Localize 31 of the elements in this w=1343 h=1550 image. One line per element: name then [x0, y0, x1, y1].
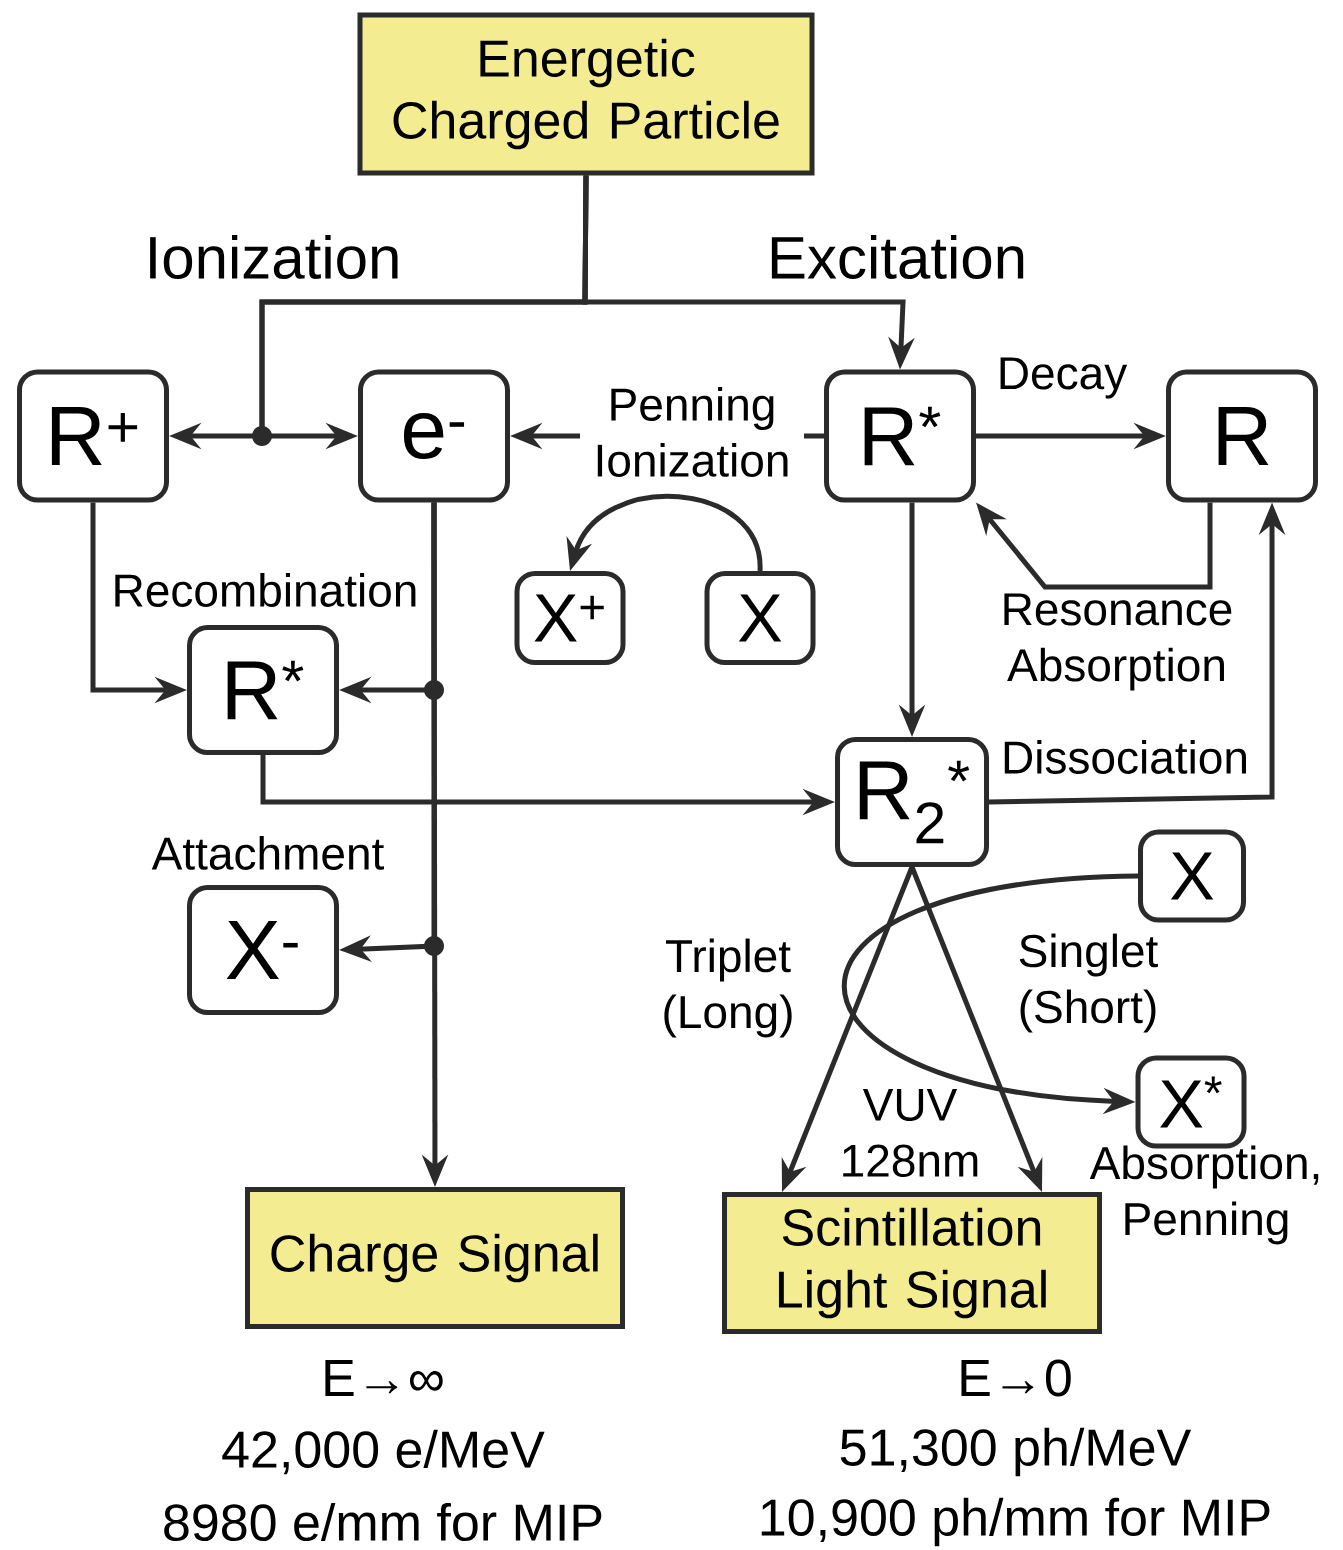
edge-label: Decay [994, 355, 1130, 401]
particle-box: X [704, 571, 816, 665]
edge-label: Dissociation [999, 738, 1251, 776]
particle-box: X$^{+}$ [514, 571, 626, 665]
edge-label: Singlet (Short) [1006, 931, 1170, 1035]
annotation-text: 8980 e/mm for MIP [164, 1502, 602, 1542]
particle-box: R$^{+}$ [17, 369, 169, 503]
signal-box: Energetic Charged Particle [357, 12, 815, 176]
annotation-text: E→∞ [325, 1360, 443, 1396]
particle-box: R$^{*}$ [187, 625, 339, 755]
annotation-text: 10,900 ph/mm for MIP [761, 1497, 1270, 1547]
edge-label: Penning Ionization [580, 385, 804, 479]
edge-label: Ionization [142, 232, 404, 282]
annotation-text: E→0 [961, 1359, 1071, 1397]
particle-box: X$^{*}$ [1135, 1055, 1247, 1149]
signal-box: Scintillation Light Signal [722, 1192, 1102, 1334]
annotation-text: 51,300 ph/MeV [840, 1427, 1192, 1477]
annotation-text: 42,000 e/MeV [222, 1429, 545, 1475]
particle-box: X$^{-}$ [187, 885, 339, 1015]
particle-box: R [1166, 369, 1318, 503]
edge-label: Triplet (Long) [651, 936, 805, 1040]
wavelength-label: VUV 128nm [843, 1088, 978, 1178]
edge-label: Recombination [109, 571, 421, 609]
particle-box: R$_{2}$* [835, 737, 989, 867]
particle-box: X [1138, 829, 1246, 923]
edge-label: Excitation [764, 232, 1030, 282]
edge-label: Resonance Absorption [985, 591, 1249, 693]
particle-box: R$^{*}$ [824, 369, 976, 503]
signal-box: Charge Signal [245, 1187, 625, 1329]
particle-box: e$^{-}$ [358, 369, 510, 503]
edge-label: Attachment [149, 834, 387, 872]
